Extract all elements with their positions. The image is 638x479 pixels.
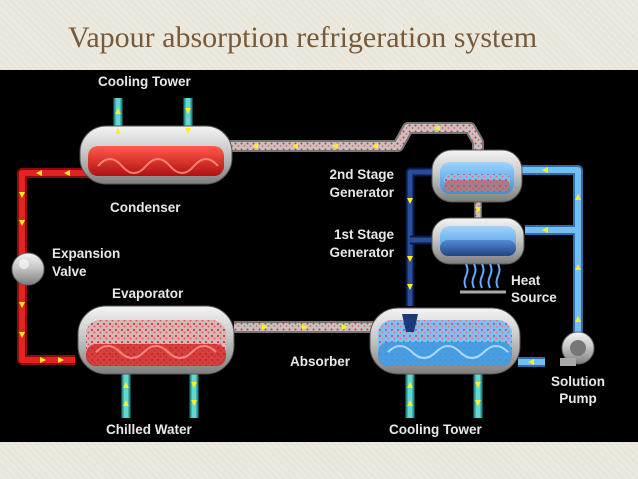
cooling-water-pipes-bottom — [405, 370, 483, 418]
second-stage-generator-label-line2: Generator — [329, 185, 394, 200]
second-stage-generator-label-line1: 2nd Stage — [329, 167, 394, 182]
heat-source-label-line1: Heat — [511, 273, 541, 288]
heat-source-label-line2: Source — [511, 290, 557, 305]
solution-pump-label-line1: Solution — [551, 374, 605, 389]
absorption-diagram: Cooling Tower Condenser Expansion Valve … — [0, 70, 638, 442]
slide-title: Vapour absorption refrigeration system — [68, 21, 538, 54]
cooling-tower-bottom-label: Cooling Tower — [389, 422, 482, 437]
first-stage-generator-label-line1: 1st Stage — [333, 227, 394, 242]
flow-arrows — [19, 108, 581, 406]
expansion-valve-icon — [11, 252, 45, 286]
expansion-valve-label-line1: Expansion — [52, 246, 121, 261]
second-stage-generator-tank — [431, 149, 523, 203]
evaporator-tank — [77, 305, 235, 375]
solution-pump-icon — [560, 331, 595, 366]
evaporator-label: Evaporator — [112, 286, 184, 301]
first-stage-generator-label-line2: Generator — [329, 245, 394, 260]
cooling-tower-top-label: Cooling Tower — [98, 74, 191, 89]
condenser-tank — [79, 125, 233, 185]
absorber-tank — [369, 307, 521, 375]
condenser-label: Condenser — [110, 200, 181, 215]
expansion-valve-label-line2: Valve — [52, 264, 87, 279]
absorber-label: Absorber — [290, 354, 351, 369]
heat-source-icon — [460, 263, 506, 294]
first-stage-generator-tank — [431, 217, 525, 265]
solution-pump-label-line2: Pump — [559, 391, 597, 406]
chilled-water-label: Chilled Water — [106, 422, 192, 437]
chilled-water-pipes — [121, 370, 199, 418]
